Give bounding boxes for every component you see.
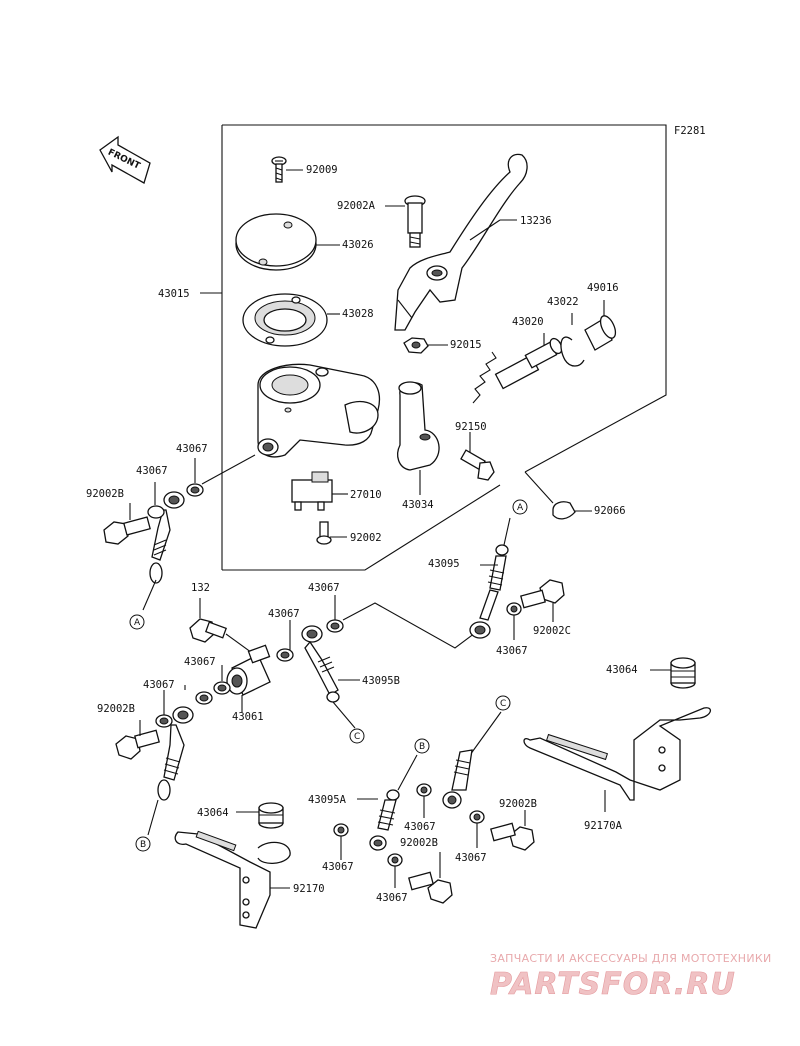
callout-a-upper: A <box>512 499 528 515</box>
label-43067-i: 43067 <box>455 852 487 864</box>
label-92170A: 92170A <box>584 820 623 832</box>
pivot-bolt-92002A <box>385 195 426 248</box>
callout-c-lower: C <box>349 728 365 744</box>
label-43034: 43034 <box>402 499 434 511</box>
diagram-code: F2281 <box>674 125 706 137</box>
label-92002B-d: 92002B <box>400 837 438 849</box>
label-92009: 92009 <box>306 164 338 176</box>
screw-92002 <box>316 521 347 545</box>
reservoir-cap-43026 <box>235 213 340 271</box>
banjo-group-upper-left <box>103 454 256 611</box>
label-27010: 27010 <box>350 489 382 501</box>
nut-92015 <box>403 337 448 354</box>
label-43095B: 43095B <box>362 675 400 687</box>
label-43067-c: 43067 <box>308 582 340 594</box>
label-92002C: 92002C <box>533 625 571 637</box>
label-43067-f: 43067 <box>184 656 216 668</box>
banjo-group-lower-middle <box>387 852 453 904</box>
front-arrow-icon: FRONT <box>99 135 151 184</box>
callout-a-lower-text: A <box>134 618 141 628</box>
part-labels: 92009 43026 92002A 13236 43015 43028 490… <box>86 164 638 904</box>
fitting-group-43061 <box>184 598 294 712</box>
label-43020: 43020 <box>512 316 544 328</box>
clamp-bolt-92150 <box>460 432 495 481</box>
label-43064-a: 43064 <box>606 664 638 676</box>
label-13236: 13236 <box>520 215 552 227</box>
assembly-outline <box>200 124 667 571</box>
piston-kit-43020 <box>472 333 563 404</box>
callout-c-lower-text: C <box>354 732 360 742</box>
label-43095A: 43095A <box>308 794 347 806</box>
banjo-group-right-middle <box>416 711 535 851</box>
label-43067-a: 43067 <box>176 443 208 455</box>
callout-a-lower: A <box>129 614 145 630</box>
label-92002B-c: 92002B <box>499 798 537 810</box>
brake-switch-27010 <box>291 471 348 511</box>
grommet-43064-lower <box>236 802 284 829</box>
label-132: 132 <box>191 582 210 594</box>
label-43028: 43028 <box>342 308 374 320</box>
bracket-92170 <box>174 830 291 929</box>
callout-c-upper: C <box>495 695 511 711</box>
label-92150: 92150 <box>455 421 487 433</box>
bracket-92170A <box>523 707 711 812</box>
callout-a-upper-text: A <box>517 503 524 513</box>
brake-hose-43095A <box>333 754 418 860</box>
callout-b-upper: B <box>414 738 430 754</box>
label-92015: 92015 <box>450 339 482 351</box>
master-cylinder-body <box>257 363 381 458</box>
label-49016: 49016 <box>587 282 619 294</box>
diaphragm-43028 <box>242 293 340 347</box>
brake-lever-13236 <box>394 153 528 331</box>
label-43015: 43015 <box>158 288 190 300</box>
label-43095: 43095 <box>428 558 460 570</box>
label-43067-h: 43067 <box>404 821 436 833</box>
circlip-43022 <box>560 313 585 367</box>
brake-hose-43095B <box>301 595 476 729</box>
callout-b-lower: B <box>135 836 151 852</box>
label-92002B-b: 92002B <box>97 703 135 715</box>
watermark: ЗАПЧАСТИ И АКСЕССУАРЫ ДЛЯ МОТОТЕХНИКИ PA… <box>490 952 772 1002</box>
label-92002B-a: 92002B <box>86 488 124 500</box>
watermark-logo: PARTSFOR.RU <box>490 967 736 1002</box>
banjo-bolt-92002C <box>520 579 565 622</box>
label-43067-e: 43067 <box>496 645 528 657</box>
label-43026: 43026 <box>342 239 374 251</box>
label-92170: 92170 <box>293 883 325 895</box>
label-43067-g: 43067 <box>143 679 175 691</box>
banjo-group-lower-left <box>115 690 194 836</box>
label-43061: 43061 <box>232 711 264 723</box>
label-43067-j: 43067 <box>322 861 354 873</box>
screw-92009 <box>271 156 303 183</box>
watermark-tagline: ЗАПЧАСТИ И АКСЕССУАРЫ ДЛЯ МОТОТЕХНИКИ <box>490 952 772 965</box>
label-92066: 92066 <box>594 505 626 517</box>
callout-b-upper-text: B <box>419 742 425 752</box>
cap-92066 <box>524 471 592 520</box>
brake-hose-43095 <box>469 517 522 640</box>
label-43067-d: 43067 <box>268 608 300 620</box>
dust-boot-49016 <box>584 300 617 351</box>
label-43067-k: 43067 <box>376 892 408 904</box>
label-43022: 43022 <box>547 296 579 308</box>
label-43064-b: 43064 <box>197 807 229 819</box>
label-92002A: 92002A <box>337 200 376 212</box>
clamp-holder-43034 <box>397 381 440 495</box>
label-43067-b: 43067 <box>136 465 168 477</box>
callout-b-lower-text: B <box>140 840 146 850</box>
callout-c-upper-text: C <box>500 699 506 709</box>
grommet-43064-upper <box>650 657 696 689</box>
label-92002: 92002 <box>350 532 382 544</box>
